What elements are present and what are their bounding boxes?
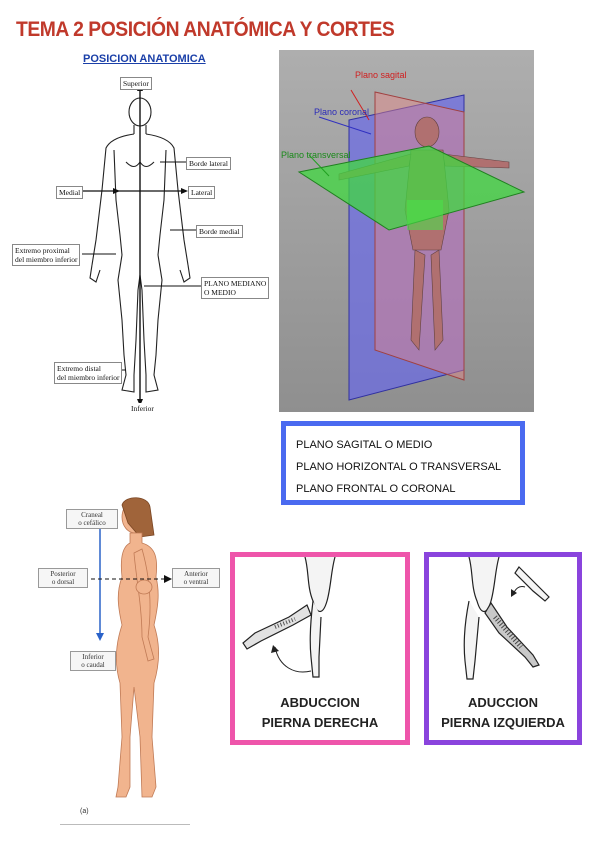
label-plano-mediano-line2: O MEDIO (204, 288, 236, 297)
label-posterior: Posterior o dorsal (38, 568, 88, 588)
caption-divider (60, 824, 190, 825)
label-inferior-caudal-line1: Inferior (82, 653, 104, 661)
label-posterior-line1: Posterior (50, 570, 76, 578)
label-superior: Superior (120, 77, 152, 90)
label-plano-coronal: Plano coronal (314, 107, 370, 117)
figure-caption-a: (a) (80, 808, 89, 815)
adduction-left-line1: ADUCCION (467, 695, 539, 710)
label-inferior-caudal-line2: o caudal (81, 661, 105, 669)
label-borde-medial: Borde medial (196, 225, 243, 238)
label-craneal-line2: o cefálico (78, 519, 106, 527)
figure-anatomical-position-title: POSICION ANATOMICA (83, 53, 206, 65)
label-anterior-line2: o ventral (183, 578, 209, 586)
label-medial: Medial (56, 186, 84, 199)
abduction-right-line1: ABDUCCION (280, 695, 360, 710)
legend-item-frontal: PLANO FRONTAL O CORONAL (296, 483, 456, 495)
abduction-right-line2: PIERNA DERECHA (261, 715, 379, 730)
label-posterior-line2: o dorsal (51, 578, 75, 586)
adduction-left-leg-drawing (463, 557, 550, 680)
legend-item-sagital: PLANO SAGITAL O MEDIO (296, 439, 433, 451)
label-lateral: Lateral (188, 186, 216, 199)
label-extremo-distal: Extremo distal del miembro inferior (54, 362, 123, 384)
page-title: TEMA 2 POSICIÓN ANATÓMICA Y CORTES (16, 18, 395, 41)
anatomical-position-drawing (72, 84, 202, 406)
label-plano-sagital: Plano sagital (355, 70, 407, 80)
label-extremo-proximal-line2: del miembro inferior (15, 255, 78, 264)
directional-terms-figure (80, 497, 172, 798)
label-extremo-proximal: Extremo proximal del miembro inferior (12, 244, 81, 266)
label-craneal-line1: Craneal (81, 511, 103, 519)
label-inferior: Inferior (129, 403, 156, 414)
planes-legend: PLANO SAGITAL O MEDIO PLANO HORIZONTAL O… (281, 421, 525, 505)
label-plano-mediano: PLANO MEDIANO O MEDIO (201, 277, 270, 299)
label-plano-transversal: Plano transversal (281, 150, 351, 160)
adduction-left-leg-panel: ADUCCION PIERNA IZQUIERDA (424, 552, 582, 745)
label-extremo-distal-line2: del miembro inferior (57, 373, 120, 382)
anatomical-planes-3d (279, 50, 534, 412)
label-anterior: Anterior o ventral (172, 568, 220, 588)
adduction-left-line2: PIERNA IZQUIERDA (441, 715, 565, 730)
legend-item-horizontal: PLANO HORIZONTAL O TRANSVERSAL (296, 461, 502, 473)
label-inferior-caudal: Inferior o caudal (70, 651, 116, 671)
label-extremo-distal-line1: Extremo distal (57, 364, 101, 373)
label-anterior-line1: Anterior (184, 570, 208, 578)
abduction-right-leg-drawing (242, 557, 336, 678)
label-extremo-proximal-line1: Extremo proximal (15, 246, 70, 255)
abduction-right-leg-panel: ABDUCCION PIERNA DERECHA (230, 552, 410, 745)
label-plano-mediano-line1: PLANO MEDIANO (204, 279, 267, 288)
label-borde-lateral: Borde lateral (186, 157, 231, 170)
label-craneal: Craneal o cefálico (66, 509, 118, 529)
